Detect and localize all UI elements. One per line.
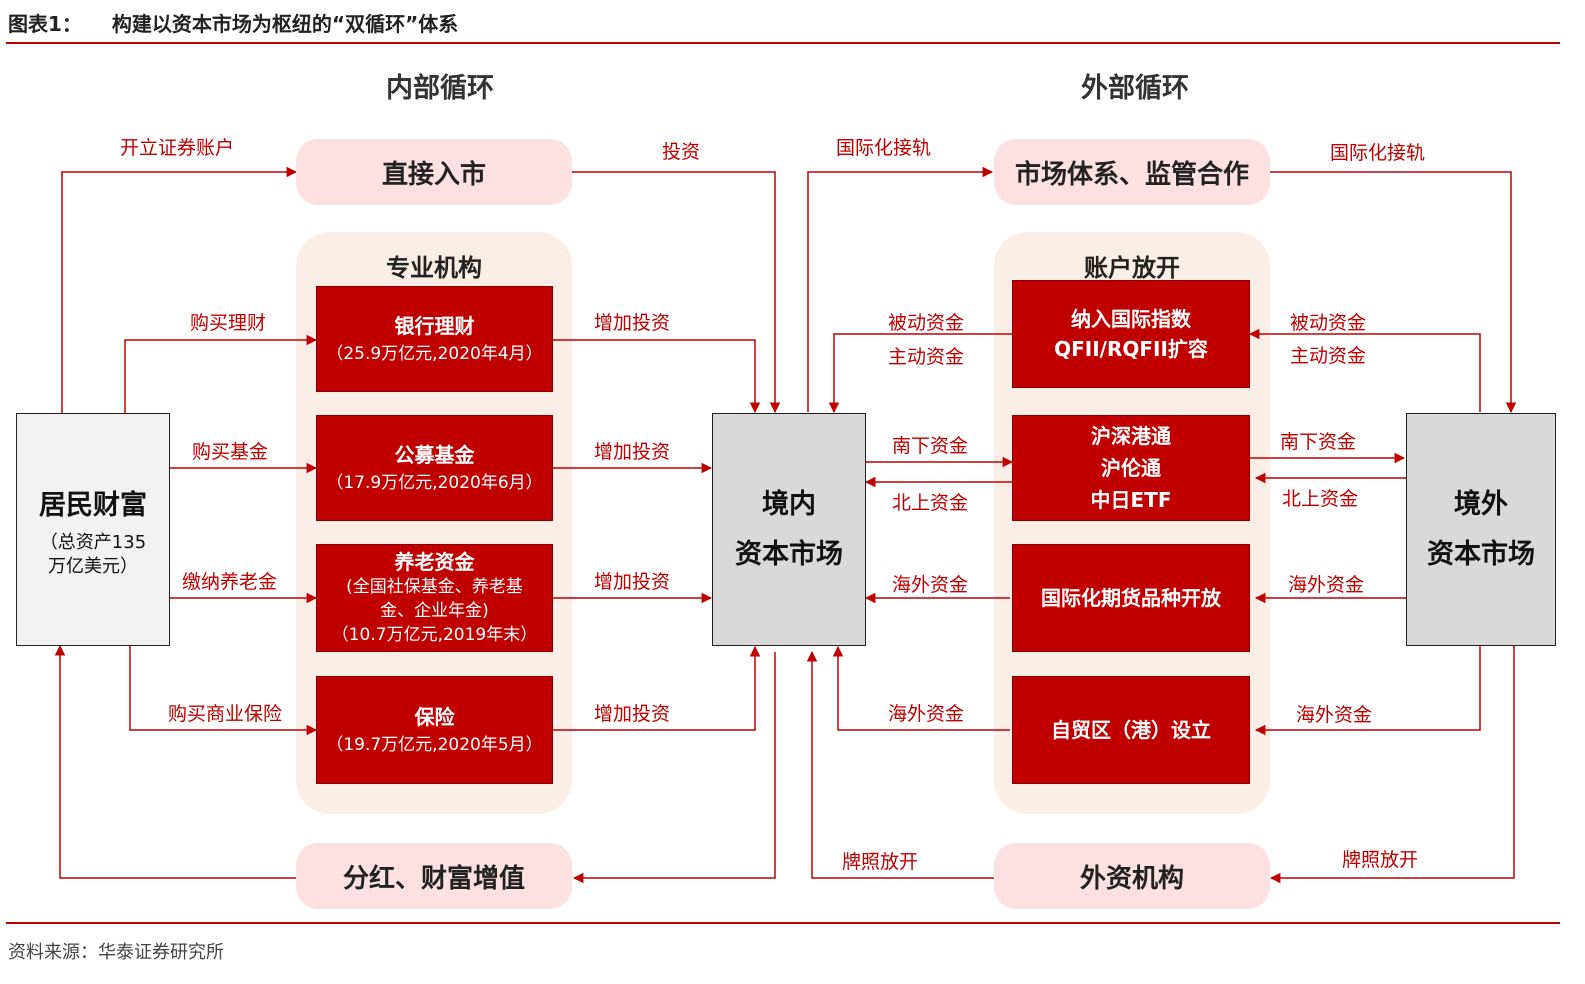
- node-sub-2: 万亿美元）: [48, 555, 138, 577]
- label-intl-track-left: 国际化接轨: [836, 137, 932, 159]
- node-line-2: 资本市场: [1427, 538, 1535, 570]
- label-overseas-1-right: 海外资金: [1288, 574, 1365, 596]
- label-north-right: 北上资金: [1282, 488, 1359, 510]
- box-sub-3: （10.7万亿元,2019年末）: [331, 625, 538, 645]
- figure-number: 图表1：: [8, 12, 82, 36]
- dividend-wealth-pill: 分红、财富增值: [296, 843, 572, 909]
- label-buy-wealth: 购买理财: [190, 312, 267, 334]
- foreign-market-node: 境外 资本市场: [1406, 413, 1556, 646]
- node-name: 居民财富: [39, 489, 147, 521]
- box-sub-2: 金、企业年金): [380, 601, 489, 621]
- label-south-right: 南下资金: [1280, 431, 1357, 453]
- box-name: 保险: [414, 705, 455, 729]
- label-intl-track-right: 国际化接轨: [1330, 142, 1426, 164]
- intl-index-box: 纳入国际指数 QFII/RQFII扩容: [1012, 280, 1250, 388]
- futures-opening-box: 国际化期货品种开放: [1012, 544, 1250, 652]
- figure-title: 构建以资本市场为枢纽的“双循环”体系: [111, 12, 459, 36]
- label-active-right: 主动资金: [1290, 345, 1367, 367]
- domestic-market-node: 境内 资本市场: [712, 413, 866, 646]
- label-open-account: 开立证券账户: [120, 137, 235, 159]
- box-line-2: 沪伦通: [1101, 456, 1161, 480]
- label-overseas-2-left: 海外资金: [888, 703, 965, 725]
- label-add-invest-4: 增加投资: [594, 703, 671, 725]
- box-line-1: 纳入国际指数: [1071, 307, 1191, 331]
- label-pay-pension: 缴纳养老金: [182, 571, 278, 593]
- box-sub-1: (全国社保基金、养老基: [346, 577, 523, 597]
- node-line-1: 境内: [762, 488, 816, 520]
- foreign-institutions-pill: 外资机构: [994, 843, 1270, 909]
- inner-panel-title: 专业机构: [386, 254, 482, 282]
- header-rule: [6, 42, 1560, 44]
- free-trade-zone-box: 自贸区（港）设立: [1012, 676, 1250, 784]
- box-sub: （17.9万亿元,2020年6月）: [326, 473, 543, 493]
- label-overseas-1-left: 海外资金: [892, 574, 969, 596]
- box-sub: （19.7万亿元,2020年5月）: [326, 735, 543, 755]
- label-passive-left: 被动资金: [888, 312, 965, 334]
- direct-market-pill: 直接入市: [296, 139, 572, 205]
- node-sub-1: （总资产135: [39, 531, 147, 553]
- section-inner-title: 内部循环: [386, 73, 494, 104]
- outer-panel-title: 账户放开: [1084, 254, 1180, 282]
- label-south-left: 南下资金: [892, 435, 969, 457]
- box-line-3: 中日ETF: [1090, 488, 1172, 512]
- insurance-box: 保险 （19.7万亿元,2020年5月）: [316, 676, 553, 784]
- bank-wealth-box: 银行理财 （25.9万亿元,2020年4月）: [316, 286, 553, 392]
- public-fund-box: 公募基金 （17.9万亿元,2020年6月）: [316, 415, 553, 521]
- label-add-invest-2: 增加投资: [594, 441, 671, 463]
- label-invest: 投资: [662, 141, 701, 163]
- label-license-right: 牌照放开: [1342, 849, 1419, 871]
- footer-rule: [6, 922, 1560, 924]
- label-buy-fund: 购买基金: [192, 441, 269, 463]
- node-line-2: 资本市场: [735, 538, 843, 570]
- box-sub: （25.9万亿元,2020年4月）: [326, 344, 543, 364]
- box-line-1: 沪深港通: [1091, 424, 1171, 448]
- box-line-2: QFII/RQFII扩容: [1054, 337, 1208, 361]
- label-buy-insurance: 购买商业保险: [168, 703, 283, 725]
- source-note: 资料来源：华泰证券研究所: [8, 942, 224, 963]
- label-active-left: 主动资金: [888, 346, 965, 368]
- label-north-left: 北上资金: [892, 492, 969, 514]
- pension-fund-box: 养老资金 (全国社保基金、养老基 金、企业年金) （10.7万亿元,2019年末…: [316, 544, 553, 652]
- box-line-1: 国际化期货品种开放: [1041, 586, 1221, 610]
- box-name: 养老资金: [394, 550, 475, 574]
- box-name: 公募基金: [394, 443, 475, 467]
- stock-connect-box: 沪深港通 沪伦通 中日ETF: [1012, 415, 1250, 521]
- market-regulation-pill: 市场体系、监管合作: [994, 139, 1270, 205]
- figure-header: 图表1： 构建以资本市场为枢纽的“双循环”体系: [8, 8, 458, 37]
- node-line-1: 境外: [1454, 488, 1508, 520]
- section-outer-title: 外部循环: [1081, 73, 1189, 104]
- box-line-1: 自贸区（港）设立: [1051, 718, 1211, 742]
- box-name: 银行理财: [394, 314, 475, 338]
- resident-wealth-node: 居民财富 （总资产135 万亿美元）: [16, 413, 170, 646]
- label-passive-right: 被动资金: [1290, 312, 1367, 334]
- label-license-left: 牌照放开: [842, 851, 919, 873]
- label-overseas-2-right: 海外资金: [1296, 704, 1373, 726]
- label-add-invest-3: 增加投资: [594, 571, 671, 593]
- label-add-invest-1: 增加投资: [594, 312, 671, 334]
